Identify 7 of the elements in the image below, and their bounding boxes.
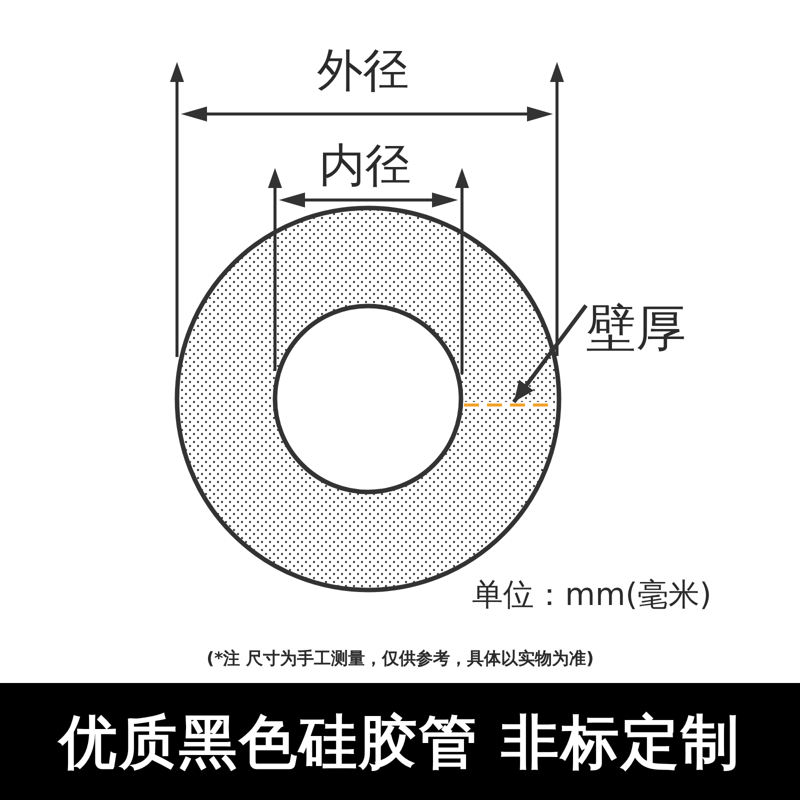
leader-line: [512, 304, 588, 404]
disclaimer-note: (*注 尺寸为手工测量，仅供参考，具体以实物为准): [206, 651, 594, 669]
dimension-label: 外径: [317, 46, 409, 94]
unit-note: 单位：mm(毫米): [472, 578, 712, 612]
title-banner: 优质黑色硅胶管 非标定制: [0, 683, 800, 800]
wall-thickness-label: 壁厚: [586, 302, 686, 354]
dimension-label: 内径: [319, 141, 411, 190]
